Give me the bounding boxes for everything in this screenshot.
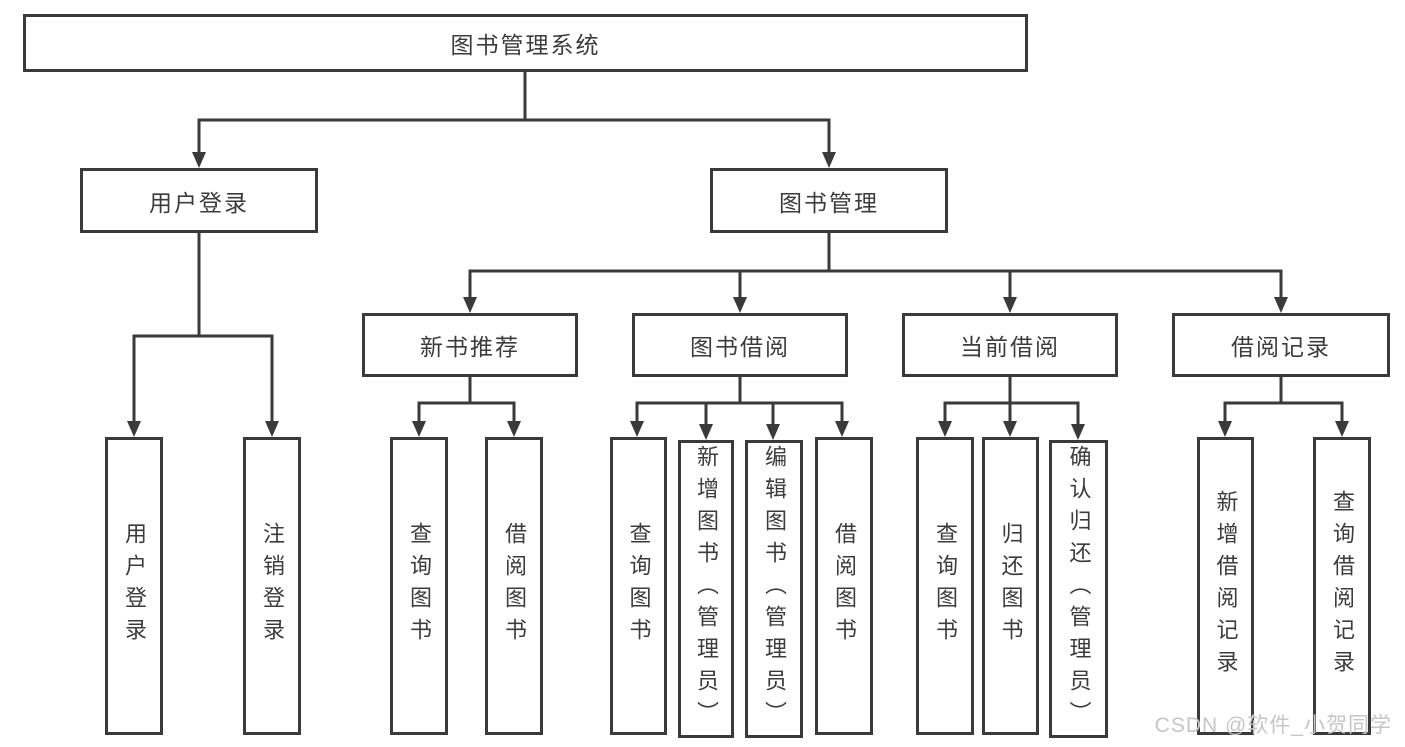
arrow-down-icon — [412, 421, 426, 437]
arrow-down-icon — [630, 421, 644, 437]
leaf-br-query-record: 查询借阅记录 — [1313, 437, 1371, 735]
arrow-down-icon — [1003, 421, 1017, 437]
arrow-down-icon — [766, 424, 780, 440]
leaf-bb-borrow-books: 借阅图书 — [815, 437, 873, 735]
arrow-down-icon — [835, 421, 849, 437]
arrow-down-icon — [1274, 297, 1288, 313]
leaf-bb-add-book-admin: 新增图书（管理员） — [678, 440, 734, 738]
leaf-br-query-record-label: 查询借阅记录 — [1330, 490, 1355, 682]
arrow-down-icon — [463, 297, 477, 313]
node-book-borrowing: 图书借阅 — [632, 313, 848, 377]
leaf-bb-add-book-admin-label: 新增图书（管理员） — [694, 445, 719, 733]
arrow-down-icon — [265, 421, 279, 437]
leaf-bb-edit-book-admin-label: 编辑图书（管理员） — [762, 445, 787, 733]
arrow-down-icon — [192, 152, 206, 168]
leaf-user-login-label: 用户登录 — [122, 522, 147, 650]
leaf-nbr-query-books-label: 查询图书 — [407, 522, 432, 650]
node-library-system-label: 图书管理系统 — [450, 32, 601, 58]
edge-root-to-level2 — [197, 72, 831, 154]
arrow-down-icon — [127, 421, 141, 437]
leaf-br-add-record-label: 新增借阅记录 — [1213, 490, 1239, 682]
leaf-bb-query-books: 查询图书 — [610, 437, 667, 735]
node-current-borrowing: 当前借阅 — [902, 313, 1118, 377]
leaf-bb-query-books-label: 查询图书 — [626, 522, 652, 650]
leaf-nbr-borrow-books-label: 借阅图书 — [502, 522, 527, 650]
arrowheads — [127, 152, 1349, 440]
edge-newbook-to-leaves — [417, 377, 516, 423]
leaf-bb-edit-book-admin: 编辑图书（管理员） — [745, 440, 803, 738]
arrow-down-icon — [507, 421, 521, 437]
leaf-nbr-query-books: 查询图书 — [390, 437, 448, 735]
node-library-system: 图书管理系统 — [23, 14, 1028, 72]
leaf-br-add-record: 新增借阅记录 — [1197, 437, 1254, 735]
node-user-login-label: 用户登录 — [149, 189, 249, 216]
node-new-book-recommendation: 新书推荐 — [362, 313, 578, 377]
edge-borrowing-to-leaves — [635, 377, 844, 425]
leaf-cb-return-books-label: 归还图书 — [998, 522, 1024, 650]
node-book-management-label: 图书管理 — [779, 189, 879, 216]
arrow-down-icon — [1218, 421, 1232, 437]
node-book-borrowing-label: 图书借阅 — [690, 334, 790, 360]
arrow-down-icon — [822, 152, 836, 168]
node-user-login: 用户登录 — [80, 168, 318, 233]
leaf-logout-label: 注销登录 — [260, 522, 285, 650]
node-borrowing-records: 借阅记录 — [1172, 313, 1390, 377]
node-new-book-recommendation-label: 新书推荐 — [420, 334, 520, 360]
arrow-down-icon — [1071, 424, 1085, 440]
node-current-borrowing-label: 当前借阅 — [960, 334, 1060, 360]
leaf-cb-query-books: 查询图书 — [916, 437, 974, 735]
edge-userlogin-to-leaves — [132, 233, 274, 423]
csdn-watermark: CSDN @软件_小贺同学 — [1154, 714, 1392, 737]
leaf-cb-confirm-return-admin-label: 确认归还（管理员） — [1066, 445, 1092, 733]
edge-bookmgmt-to-level3 — [468, 233, 1283, 299]
leaf-logout: 注销登录 — [243, 437, 301, 735]
leaf-cb-confirm-return-admin: 确认归还（管理员） — [1049, 440, 1108, 738]
edge-current-to-leaves — [943, 377, 1080, 425]
leaf-bb-borrow-books-label: 借阅图书 — [832, 522, 857, 650]
arrow-down-icon — [699, 424, 713, 440]
arrow-down-icon — [1335, 421, 1349, 437]
arrow-down-icon — [1003, 297, 1017, 313]
node-book-management: 图书管理 — [710, 168, 948, 233]
leaf-cb-return-books: 归还图书 — [982, 437, 1039, 735]
leaf-cb-query-books-label: 查询图书 — [933, 522, 958, 650]
leaf-user-login: 用户登录 — [105, 437, 163, 735]
leaf-nbr-borrow-books: 借阅图书 — [485, 437, 543, 735]
edge-records-to-leaves — [1223, 377, 1344, 423]
tree-edge-group — [132, 72, 1344, 425]
arrow-down-icon — [938, 421, 952, 437]
node-borrowing-records-label: 借阅记录 — [1231, 334, 1331, 360]
arrow-down-icon — [733, 297, 747, 313]
